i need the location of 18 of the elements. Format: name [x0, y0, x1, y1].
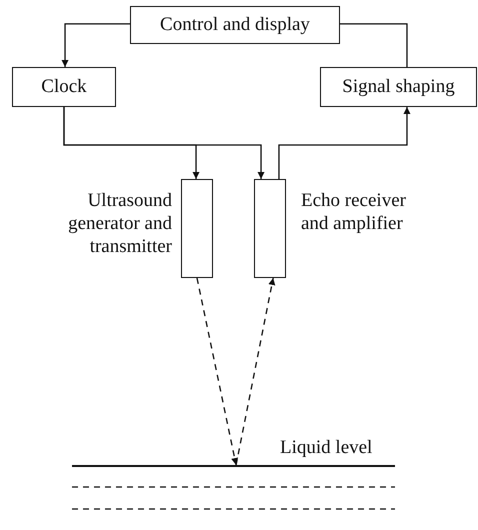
- liquid-surface-line: [72, 465, 395, 467]
- connector-line: [340, 23, 408, 67]
- node-caption: Echo receiver and amplifier: [301, 190, 407, 236]
- dashed-arrow: [235, 278, 276, 466]
- process-box: [130, 6, 340, 44]
- arrow: [63, 107, 265, 179]
- node-label: Control and display: [160, 13, 310, 37]
- arrow: [278, 107, 410, 179]
- dashed-arrow: [196, 278, 238, 466]
- process-box: [12, 67, 116, 107]
- node-label: Clock: [41, 75, 87, 99]
- arrow: [62, 23, 130, 67]
- node-caption: Ultrasound generator and transmitter: [67, 190, 172, 258]
- sensor-box: [181, 179, 213, 278]
- node-label: Signal shaping: [342, 75, 455, 99]
- sensor-box: [254, 179, 286, 278]
- node-caption: Liquid level: [280, 437, 374, 460]
- process-box: [320, 67, 477, 107]
